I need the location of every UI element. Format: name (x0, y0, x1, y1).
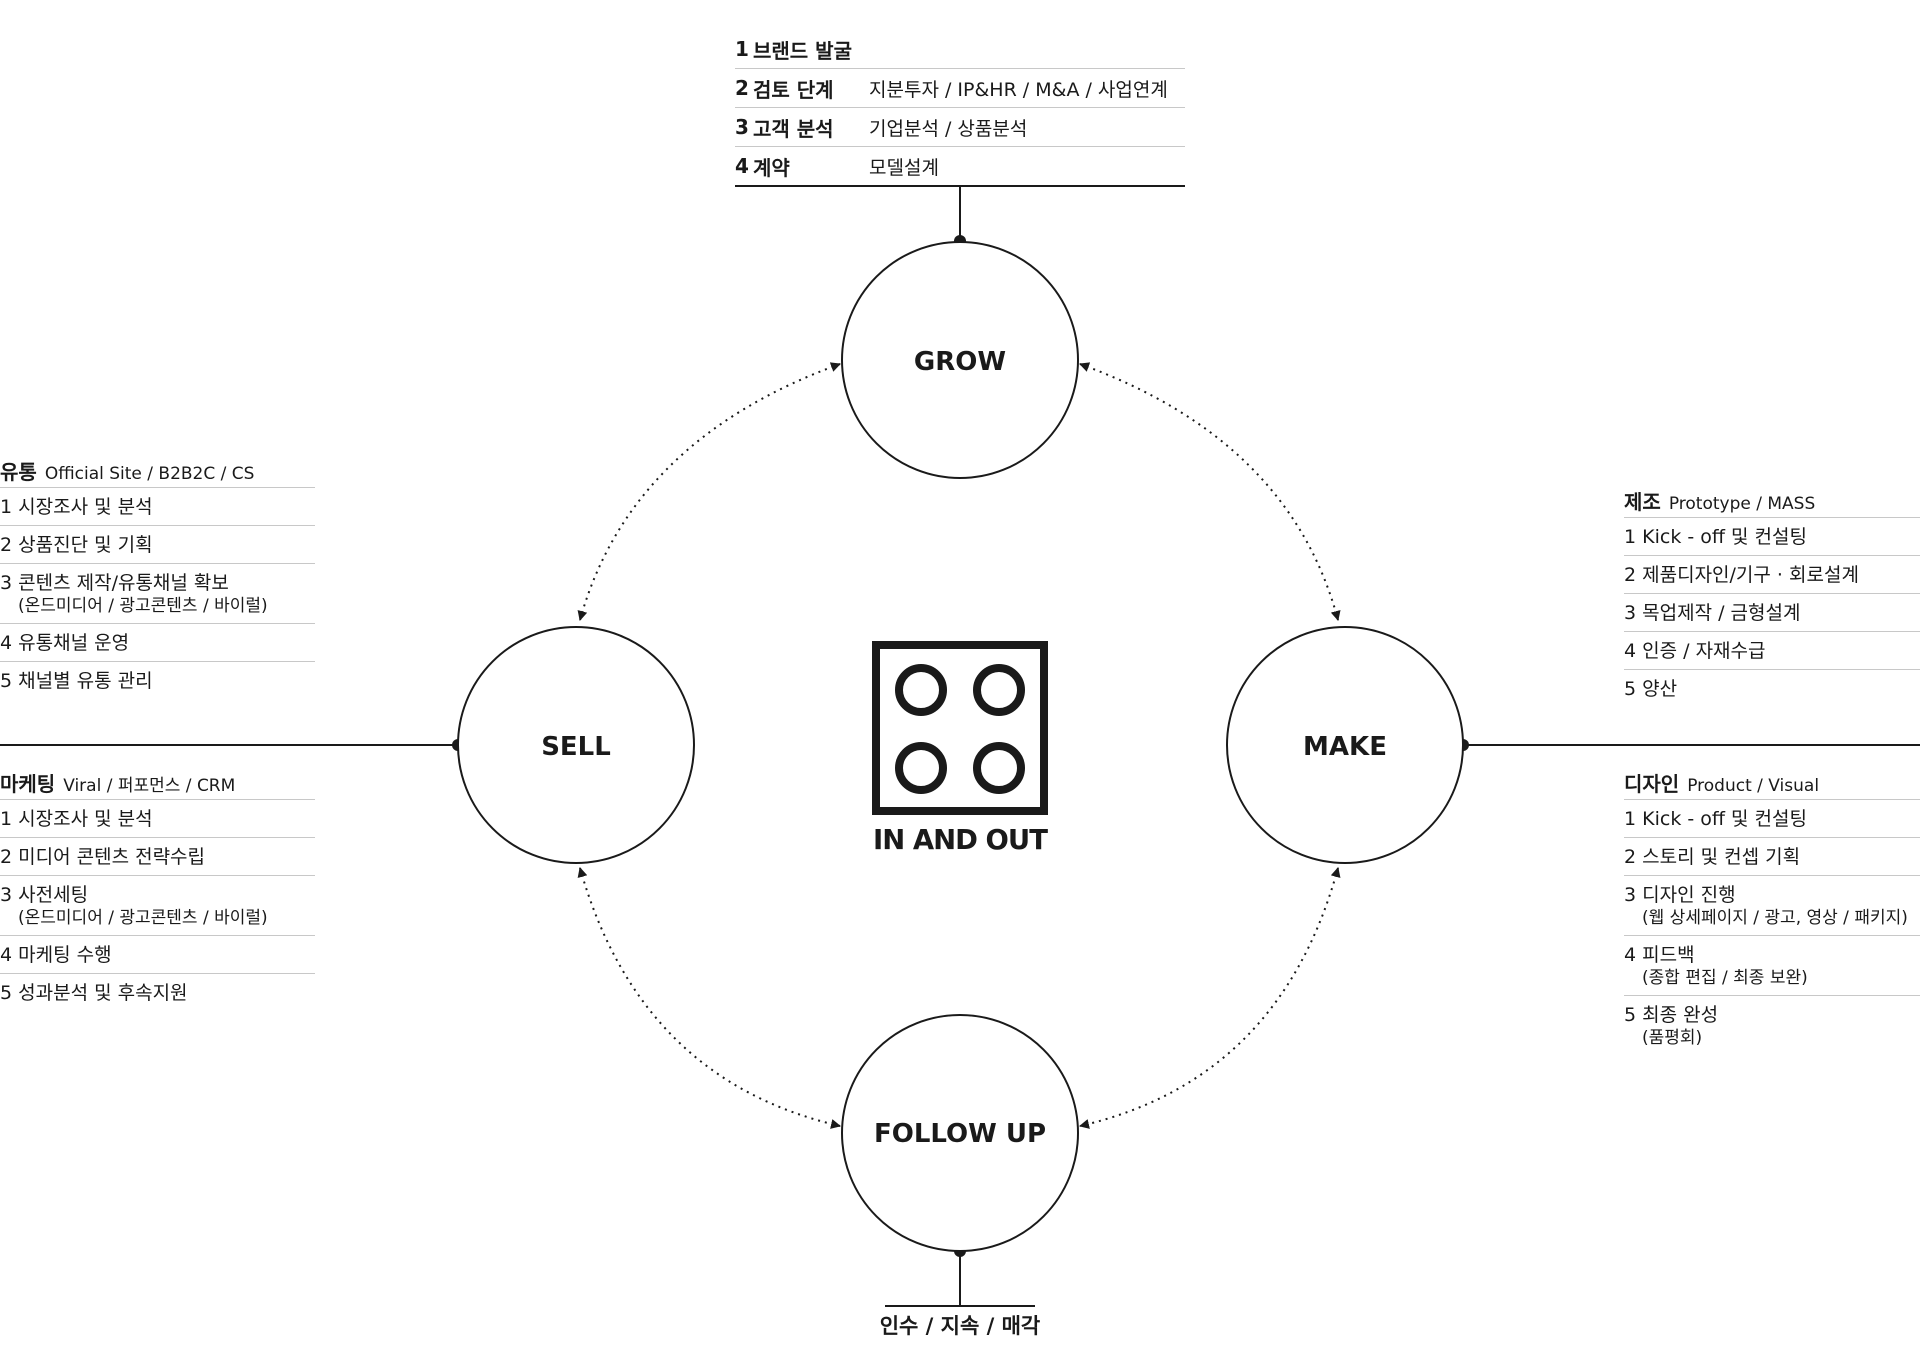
grow-step-number: 3 (735, 115, 749, 139)
list-subtitle: Product / Visual (1687, 776, 1820, 796)
list-item-text: 3 디자인 진행 (1624, 884, 1736, 906)
list-item-subtext: (온드미디어 / 광고콘텐츠 / 바이럴) (18, 908, 268, 928)
list-item: 5 양산 (1624, 670, 1920, 707)
grow-step-title: 계약 (753, 155, 790, 180)
list-item: 5 채널별 유통 관리 (0, 662, 315, 699)
grow-row: 3 고객 분석 기업분석 / 상품분석 (735, 108, 1185, 147)
list-item: 1 Kick - off 및 컨설팅 (1624, 518, 1920, 556)
list-item: 4 유통채널 운영 (0, 624, 315, 662)
grow-steps-table: 1 브랜드 발굴 2 검토 단계 지분투자 / IP&HR / M&A / 사업… (735, 30, 1185, 187)
list-item-text: 2 미디어 콘텐츠 전략수립 (0, 846, 206, 868)
list-item-text: 1 시장조사 및 분석 (0, 496, 153, 518)
list-item: 4 피드백 (종합 편집 / 최종 보완) (1624, 936, 1920, 996)
list-item-subtext: (품평회) (1642, 1028, 1703, 1048)
list-title: 디자인 (1624, 772, 1680, 796)
list-item-text: 1 시장조사 및 분석 (0, 808, 153, 830)
list-item-text: 1 Kick - off 및 컨설팅 (1624, 526, 1807, 548)
make-manufacturing-list: 제조 Prototype / MASS 1 Kick - off 및 컨설팅 2… (1624, 482, 1920, 707)
list-item-text: 5 채널별 유통 관리 (0, 670, 153, 692)
list-header: 제조 Prototype / MASS (1624, 482, 1920, 518)
list-header: 디자인 Product / Visual (1624, 764, 1920, 800)
list-title: 유통 (0, 460, 37, 484)
followup-node-circle (841, 1014, 1079, 1252)
list-item-subtext: (온드미디어 / 광고콘텐츠 / 바이럴) (18, 596, 268, 616)
list-item-text: 2 상품진단 및 기획 (0, 534, 153, 556)
list-item-text: 3 사전세팅 (0, 884, 89, 906)
list-item-text: 4 유통채널 운영 (0, 632, 130, 654)
list-item: 3 콘텐츠 제작/유통채널 확보 (온드미디어 / 광고콘텐츠 / 바이럴) (0, 564, 315, 624)
list-item: 2 스토리 및 컨셉 기획 (1624, 838, 1920, 876)
list-item-subtext: (웹 상세페이지 / 광고, 영상 / 패키지) (1642, 908, 1908, 928)
list-item-text: 5 성과분석 및 후속지원 (0, 982, 188, 1004)
list-item-text: 1 Kick - off 및 컨설팅 (1624, 808, 1807, 830)
list-item-subtext: (종합 편집 / 최종 보완) (1642, 968, 1808, 988)
list-item: 3 사전세팅 (온드미디어 / 광고콘텐츠 / 바이럴) (0, 876, 315, 936)
grow-step-detail: 모델설계 (869, 156, 939, 179)
followup-node-label: FOLLOW UP (874, 1119, 1046, 1149)
grow-step-title: 브랜드 발굴 (753, 38, 852, 63)
grow-step-number: 2 (735, 76, 749, 100)
list-item: 5 성과분석 및 후속지원 (0, 974, 315, 1011)
grow-step-detail: 지분투자 / IP&HR / M&A / 사업연계 (869, 78, 1168, 101)
logo-wordmark: IN AND OUT (873, 823, 1048, 856)
list-subtitle: Viral / 퍼포먼스 / CRM (63, 776, 236, 796)
four-circles-grid-icon (872, 641, 1048, 815)
list-subtitle: Official Site / B2B2C / CS (44, 464, 255, 484)
grow-step-detail: 기업분석 / 상품분석 (869, 117, 1028, 140)
list-item: 2 미디어 콘텐츠 전략수립 (0, 838, 315, 876)
list-item: 5 최종 완성 (품평회) (1624, 996, 1920, 1055)
list-item-text: 3 콘텐츠 제작/유통채널 확보 (0, 572, 229, 594)
sell-distribution-list: 유통 Official Site / B2B2C / CS 1 시장조사 및 분… (0, 452, 315, 699)
list-item-text: 2 제품디자인/기구 · 회로설계 (1624, 564, 1859, 586)
list-item-text: 2 스토리 및 컨셉 기획 (1624, 846, 1801, 868)
list-item: 1 시장조사 및 분석 (0, 800, 315, 838)
list-title: 제조 (1624, 490, 1661, 514)
grow-node-label: GROW (914, 347, 1006, 377)
list-item-text: 5 양산 (1624, 678, 1678, 700)
list-item: 3 디자인 진행 (웹 상세페이지 / 광고, 영상 / 패키지) (1624, 876, 1920, 936)
follow-up-outcomes-label: 인수 / 지속 / 매각 (879, 1314, 1041, 1338)
list-item: 1 시장조사 및 분석 (0, 488, 315, 526)
make-node-label: MAKE (1303, 732, 1387, 762)
list-item: 2 상품진단 및 기획 (0, 526, 315, 564)
list-subtitle: Prototype / MASS (1668, 494, 1816, 514)
list-item-text: 4 인증 / 자재수급 (1624, 640, 1766, 662)
sell-node-circle (457, 626, 695, 864)
list-item: 2 제품디자인/기구 · 회로설계 (1624, 556, 1920, 594)
sell-marketing-list: 마케팅 Viral / 퍼포먼스 / CRM 1 시장조사 및 분석 2 미디어… (0, 764, 315, 1011)
list-item-text: 5 최종 완성 (1624, 1004, 1719, 1026)
sell-node-label: SELL (541, 732, 611, 762)
list-item: 1 Kick - off 및 컨설팅 (1624, 800, 1920, 838)
grow-node-circle (841, 241, 1079, 479)
grow-row: 2 검토 단계 지분투자 / IP&HR / M&A / 사업연계 (735, 69, 1185, 108)
arrow-grow-sell (577, 362, 841, 621)
arrow-sell-followup (577, 867, 841, 1129)
list-item: 4 마케팅 수행 (0, 936, 315, 974)
grow-step-title: 검토 단계 (753, 77, 834, 102)
list-title: 마케팅 (0, 772, 56, 796)
arrow-grow-make (1079, 362, 1341, 621)
make-node-circle (1226, 626, 1464, 864)
grow-row: 4 계약 모델설계 (735, 147, 1185, 187)
list-header: 유통 Official Site / B2B2C / CS (0, 452, 315, 488)
grow-row: 1 브랜드 발굴 (735, 30, 1185, 69)
list-item-text: 4 마케팅 수행 (0, 944, 112, 966)
list-item: 3 목업제작 / 금형설계 (1624, 594, 1920, 632)
list-header: 마케팅 Viral / 퍼포먼스 / CRM (0, 764, 315, 800)
grow-step-title: 고객 분석 (753, 116, 834, 141)
grow-step-number: 4 (735, 154, 749, 178)
list-item: 4 인증 / 자재수급 (1624, 632, 1920, 670)
list-item-text: 3 목업제작 / 금형설계 (1624, 602, 1801, 624)
make-design-list: 디자인 Product / Visual 1 Kick - off 및 컨설팅 … (1624, 764, 1920, 1055)
arrow-make-followup (1079, 867, 1341, 1129)
grow-step-number: 1 (735, 37, 749, 61)
list-item-text: 4 피드백 (1624, 944, 1695, 966)
